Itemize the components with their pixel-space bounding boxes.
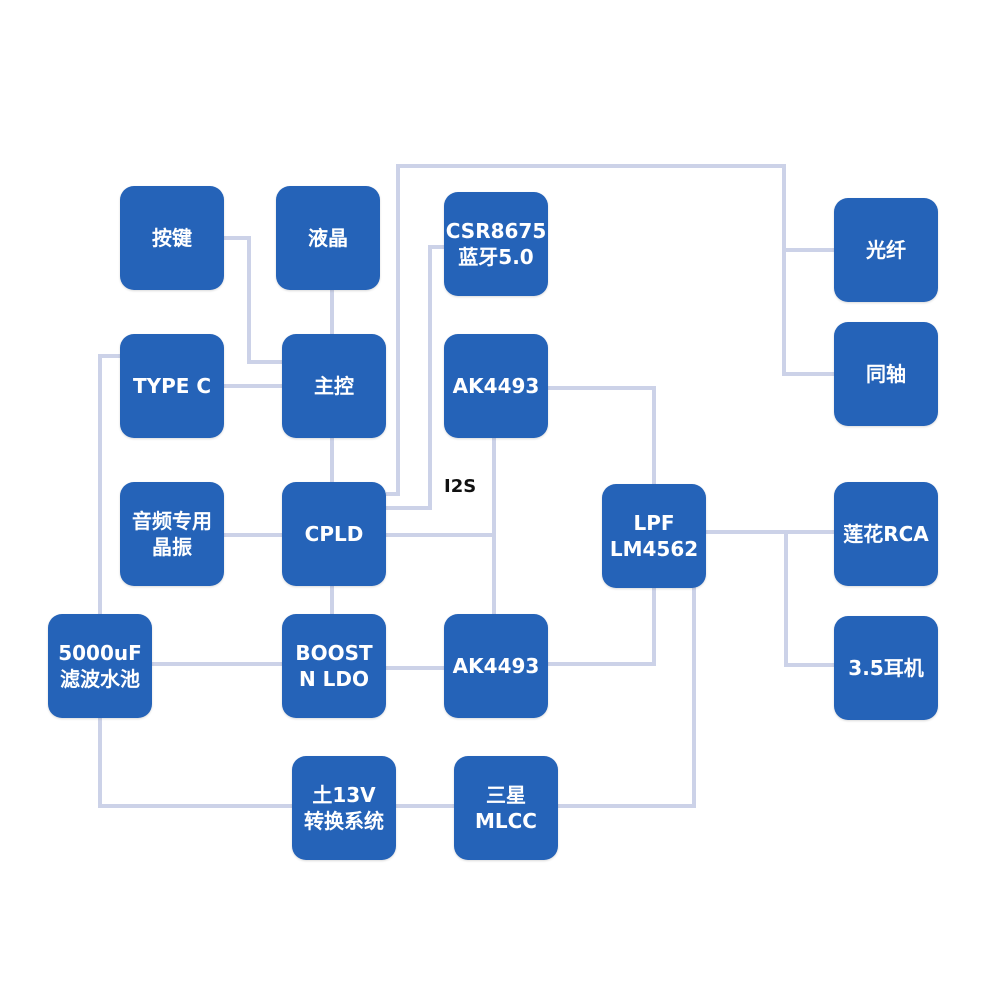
- converter-label-2: 转换系统: [304, 809, 384, 833]
- csr-label-2: 蓝牙5.0: [458, 245, 534, 269]
- oscillator-block: 音频专用 晶振: [120, 482, 224, 586]
- lpf-label-1: LPF: [633, 511, 675, 535]
- coax-label: 同轴: [866, 362, 906, 386]
- mlcc-block: 三星 MLCC: [454, 756, 558, 860]
- i2s-label: I2S: [444, 476, 477, 497]
- wire-lpf-mlcc: [556, 586, 696, 808]
- headphone-jack-label: 3.5耳机: [848, 656, 924, 680]
- cpld-label: CPLD: [304, 522, 364, 546]
- lcd-block: 液晶: [276, 186, 380, 290]
- capacitor-block: 5000uF 滤波水池: [48, 614, 152, 718]
- converter-block: 土13V 转换系统: [292, 756, 396, 860]
- csr-bluetooth-block: CSR8675 蓝牙5.0: [444, 192, 548, 296]
- wire-akbot-lpf: [548, 586, 656, 666]
- mcu-label: 主控: [314, 374, 354, 398]
- rca-label: 莲花RCA: [843, 522, 929, 546]
- mlcc-label-1: 三星: [486, 783, 526, 807]
- mlcc-label-2: MLCC: [474, 809, 537, 833]
- keys-block: 按键: [120, 186, 224, 290]
- lpf-label-2: LM4562: [609, 537, 699, 561]
- wire-conv-cap: [98, 718, 292, 808]
- oscillator-label-1: 音频专用: [132, 509, 212, 533]
- ak4493-bottom-block: AK4493: [444, 614, 548, 718]
- cpld-block: CPLD: [282, 482, 386, 586]
- typec-label: TYPE C: [132, 374, 212, 398]
- ak4493-top-label: AK4493: [452, 374, 540, 398]
- keys-label: 按键: [152, 226, 192, 250]
- capacitor-label-2: 滤波水池: [60, 667, 140, 691]
- csr-label-1: CSR8675: [445, 219, 547, 243]
- wire-keys-mcu: [224, 236, 282, 364]
- lcd-label: 液晶: [308, 226, 348, 250]
- wire-cap-typec: [98, 354, 122, 614]
- typec-block: TYPE C: [120, 334, 224, 438]
- wire-optical-coax: [782, 250, 834, 376]
- ak4493-top-block: AK4493: [444, 334, 548, 438]
- converter-label-1: 土13V: [312, 783, 376, 807]
- wire-rca-jack: [784, 532, 834, 667]
- rca-block: 莲花RCA: [834, 482, 938, 586]
- headphone-jack-block: 3.5耳机: [834, 616, 938, 720]
- boost-label-2: N LDO: [298, 667, 370, 691]
- wire-cpld-csr: [386, 245, 446, 510]
- optical-block: 光纤: [834, 198, 938, 302]
- capacitor-label-1: 5000uF: [58, 641, 142, 665]
- wire-cpld-optical: [386, 164, 834, 496]
- boost-ldo-block: BOOST N LDO: [282, 614, 386, 718]
- coax-block: 同轴: [834, 322, 938, 426]
- wire-aktop-lpf: [548, 386, 656, 484]
- optical-label: 光纤: [866, 238, 906, 262]
- boost-label-1: BOOST: [295, 641, 373, 665]
- oscillator-label-2: 晶振: [152, 535, 192, 559]
- lpf-block: LPF LM4562: [602, 484, 706, 588]
- mcu-block: 主控: [282, 334, 386, 438]
- ak4493-bottom-label: AK4493: [452, 654, 540, 678]
